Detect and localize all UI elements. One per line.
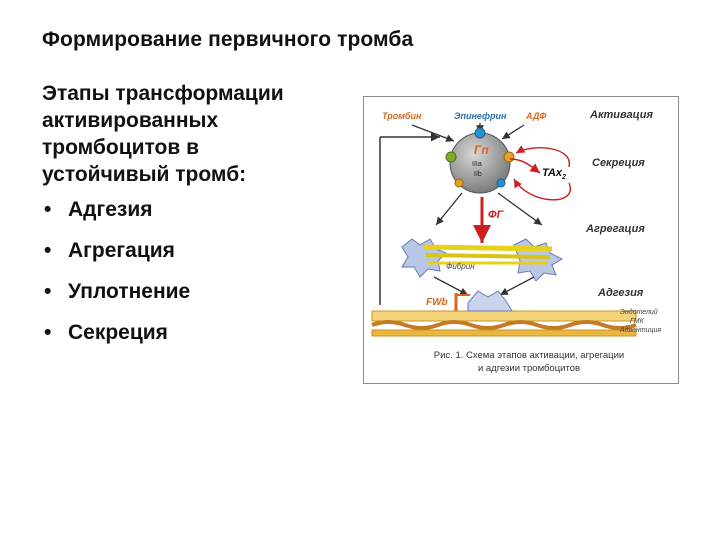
receptor-bottom-right xyxy=(496,178,506,188)
adhesion-arrow-right xyxy=(499,276,535,296)
secretion-arrow xyxy=(509,158,541,174)
aggregated-platelet-left xyxy=(401,238,447,278)
list-item: • Уплотнение xyxy=(42,278,342,305)
adhered-platelet xyxy=(467,290,513,312)
list-item: • Агрегация xyxy=(42,237,342,264)
smooth-muscle-layer xyxy=(371,320,637,330)
aggregation-arrow-right xyxy=(497,192,543,226)
secretion-loop xyxy=(513,178,571,201)
bullet-icon: • xyxy=(44,280,52,303)
list-item-label: Уплотнение xyxy=(68,280,191,303)
layer-label-smc: ГМК xyxy=(630,318,644,325)
layer-label-adventitia: Адвентиция xyxy=(620,327,662,334)
intro-line: тромбоцитов в xyxy=(42,136,200,159)
bullet-icon: • xyxy=(44,239,52,262)
agonist-thrombin: Тромбин xyxy=(382,111,422,121)
intro-line: активированных xyxy=(42,109,219,132)
stage-label-aggregation: Агрегация xyxy=(586,223,645,235)
receptor-left xyxy=(445,151,457,163)
receptor-bottom-left xyxy=(454,178,464,188)
bullet-icon: • xyxy=(44,198,52,221)
agonist-adp: АДФ xyxy=(526,111,547,121)
stage-label-activation: Активация xyxy=(590,109,653,121)
adhesion-arrow-left xyxy=(433,276,469,296)
thrombin-arrow xyxy=(411,124,455,142)
aggregated-platelet-right xyxy=(513,238,564,282)
text-block: Этапы трансформации активированных тромб… xyxy=(42,80,342,360)
list-item: • Секреция xyxy=(42,319,342,346)
caption-line: и адгезии тромбоцитов xyxy=(477,363,581,374)
bullet-icon: • xyxy=(44,321,52,344)
intro-line: устойчивый тромб: xyxy=(42,163,247,186)
tax-subscript: 2 xyxy=(561,174,566,182)
agonist-epinephrine: Эпинефрин xyxy=(454,111,507,121)
list-item-label: Агрегация xyxy=(68,239,175,262)
fg-label: ФГ xyxy=(488,209,504,221)
fibrin-label: Фибрин xyxy=(446,262,475,271)
intro-line: Этапы трансформации xyxy=(42,82,284,105)
list-item-label: Секреция xyxy=(68,321,168,344)
adp-arrow xyxy=(501,124,525,140)
aggregation-arrow-left xyxy=(435,192,463,226)
platelet-inner-label: IIb xyxy=(474,171,482,178)
list-item-label: Адгезия xyxy=(68,198,153,221)
diagram-graphics xyxy=(371,123,637,337)
caption-line: Рис. 1. Схема этапов активации, агрегаци… xyxy=(433,350,625,361)
platelet-diagram: Активация Секреция Агрегация Адгезия Тро… xyxy=(363,96,679,384)
receptor-top xyxy=(474,127,486,139)
stage-list: • Адгезия • Агрегация • Уплотнение • Секреци… xyxy=(42,196,342,346)
list-item: • Адгезия xyxy=(42,196,342,223)
platelet-inner-label: IIIa xyxy=(472,161,482,168)
platelet-gp-label: Гп xyxy=(474,143,489,157)
figure-caption: Рис. 1. Схема этапов активации, агрегаци… xyxy=(394,349,664,375)
intro-text: Этапы трансформации активированных тромб… xyxy=(42,80,342,188)
fibrin-strands xyxy=(423,244,553,265)
tax-label: TAx2 xyxy=(542,167,566,181)
fwb-label: FWb xyxy=(426,297,448,308)
tax-text: TAx xyxy=(542,167,562,179)
stage-label-secretion: Секреция xyxy=(592,157,645,169)
secretion-loop-top xyxy=(515,145,570,168)
stage-label-adhesion: Адгезия xyxy=(598,287,644,299)
receptor-right xyxy=(503,151,515,163)
slide-title: Формирование первичного тромба xyxy=(42,28,414,51)
adventitia-layer xyxy=(371,329,637,337)
layer-label-endothelium: Эндотелий xyxy=(620,309,658,316)
endothelium-layer xyxy=(371,310,637,322)
